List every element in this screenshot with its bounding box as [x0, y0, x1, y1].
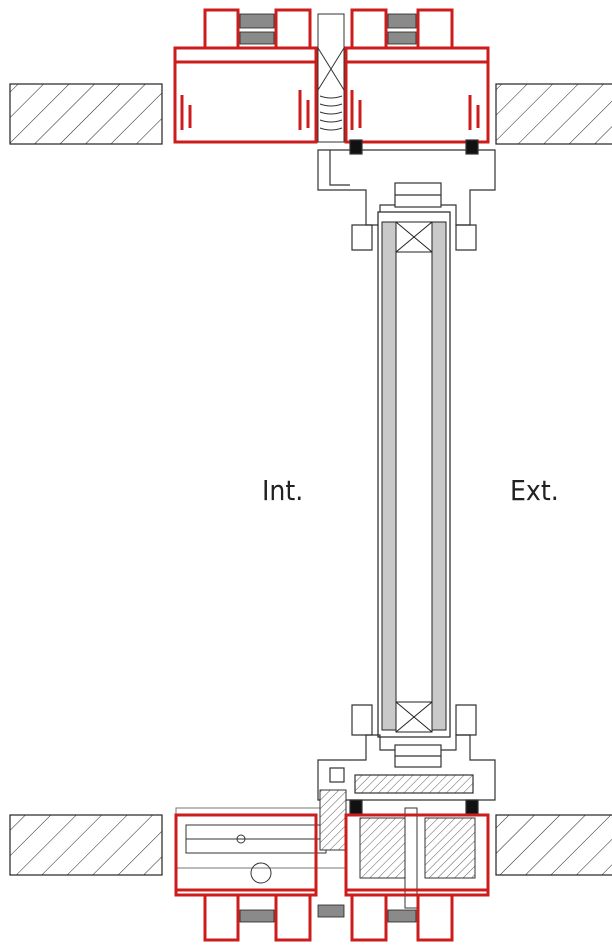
top-frame-right-chamber: [344, 60, 490, 144]
top-frame-left-box-a: [203, 8, 240, 50]
wall-section-left-top: [9, 83, 163, 145]
top-sash-profile: [317, 139, 496, 251]
bottom-frame-profile: [174, 813, 490, 942]
spacer-top: [395, 221, 433, 253]
top-frame-right-box-a: [350, 8, 388, 50]
spacer-bottom: [395, 701, 433, 733]
wall-section-right-top: [495, 83, 612, 145]
glass-pane-inner: [381, 221, 397, 731]
bottom-frame-left-box-a: [203, 893, 240, 942]
top-frame-left-box-b: [274, 8, 312, 50]
bottom-frame-left-box-b: [274, 893, 312, 942]
bottom-frame-right-box-b: [416, 893, 454, 942]
top-frame-profile: [173, 8, 490, 144]
glass-pane-outer: [431, 221, 447, 731]
interior-label: Int.: [262, 474, 303, 507]
top-frame-left-chamber: [173, 60, 318, 144]
exterior-label: Ext.: [510, 474, 559, 507]
bottom-hardware-assembly: [175, 789, 476, 909]
bottom-sash-profile: [317, 704, 496, 815]
insulating-glass-unit: [377, 211, 451, 738]
wall-section-right-bottom: [495, 814, 612, 876]
bottom-frame-right-box-a: [350, 893, 388, 942]
top-frame-right-box-b: [416, 8, 454, 50]
wall-section-left-bottom: [9, 814, 163, 876]
